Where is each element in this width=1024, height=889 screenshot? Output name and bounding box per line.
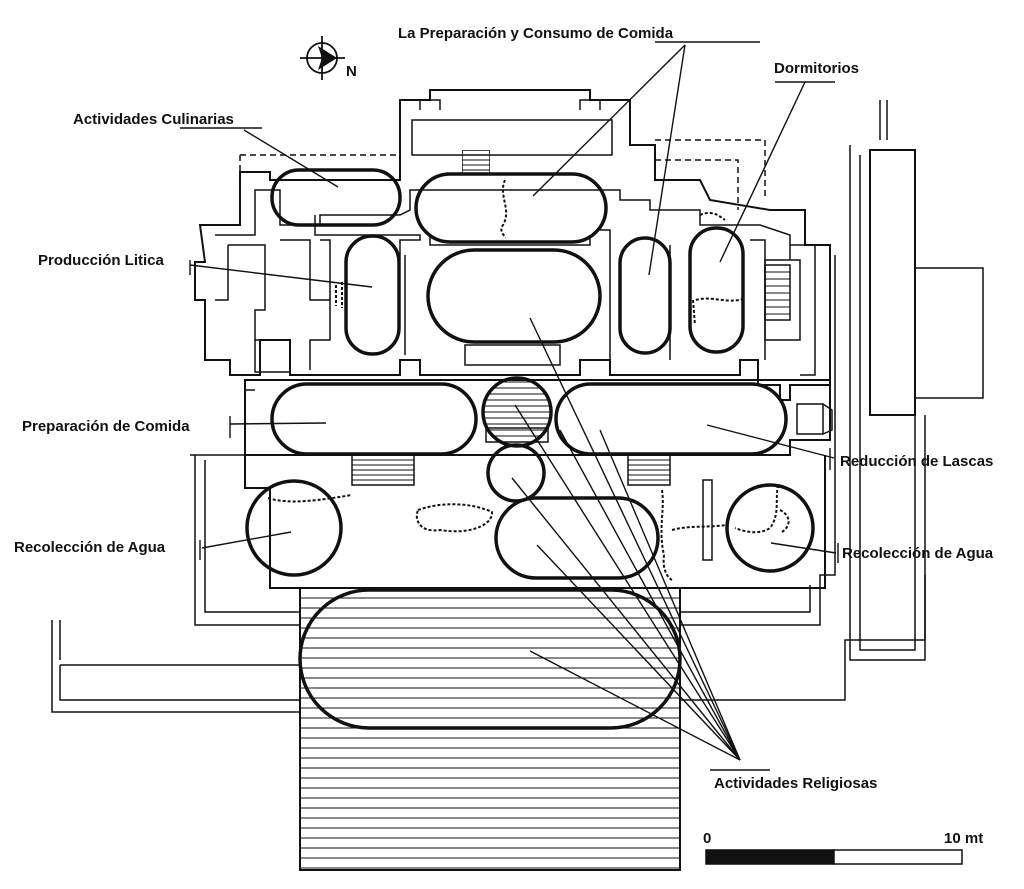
zone-lower-room: [494, 496, 660, 580]
label-flake-reduction: Reducción de Lascas: [840, 453, 993, 470]
platform-hatching: [300, 597, 680, 869]
zone-food-consumption: [414, 172, 608, 244]
zone-central-room: [426, 248, 602, 344]
north-arrow-icon: N: [300, 36, 357, 80]
label-lithic: Producción Litica: [38, 252, 165, 269]
label-water-left: Recolección de Agua: [14, 539, 166, 556]
zone-small-circle-bottom: [486, 443, 546, 503]
label-water-right: Recolección de Agua: [842, 545, 994, 562]
scale-start: 0: [703, 830, 711, 847]
scale-bar: 0 10 mt: [703, 830, 983, 865]
zone-water-left: [245, 479, 343, 577]
label-food-prep: Preparación de Comida: [22, 418, 190, 435]
zone-religious-platform: [298, 588, 682, 730]
zone-dormitory-2: [688, 226, 745, 354]
zone-culinary: [270, 168, 402, 227]
activity-zones: [245, 168, 815, 730]
label-religious: Actividades Religiosas: [714, 775, 877, 792]
scale-end: 10 mt: [944, 830, 983, 847]
labels: La Preparación y Consumo de Comida Dormi…: [14, 25, 994, 792]
zone-water-right: [725, 483, 815, 573]
leader-lines: [180, 41, 839, 771]
north-letter: N: [346, 63, 357, 80]
label-dormitories: Dormitorios: [774, 60, 859, 77]
zone-flake-reduction: [554, 382, 788, 456]
zone-dormitory-1: [618, 236, 672, 355]
stone-features: [267, 179, 790, 581]
label-food-prep-consumption: La Preparación y Consumo de Comida: [398, 25, 674, 42]
zone-food-prep: [270, 382, 478, 456]
label-culinary: Actividades Culinarias: [73, 111, 234, 128]
building-walls: [51, 89, 984, 871]
zone-lithic: [344, 234, 401, 356]
